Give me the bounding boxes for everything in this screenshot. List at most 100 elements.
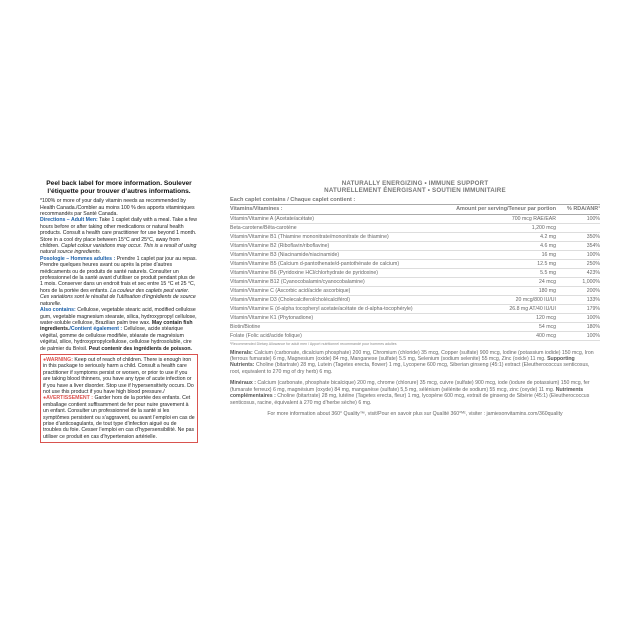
vitamin-rda: 200%	[556, 286, 600, 296]
vitamin-name: Beta-carotene/Bêta-carotène	[230, 223, 441, 233]
table-row: Vitamin/Vitamine B5 (Calcium d-pantothen…	[230, 259, 600, 269]
supporting-label: Supporting Nutrients:	[230, 356, 575, 369]
avertissement-text: Garder hors de la portée des enfants. Ce…	[43, 395, 195, 440]
fish-note: May contain fish ingredients.	[40, 319, 193, 333]
vitamin-rda: 100%	[556, 250, 600, 260]
table-row: Vitamin/Vitamine B1 (Thiamine mononitrat…	[230, 232, 600, 242]
table-row: Vitamin/Vitamine A (Acetate/acétate)700 …	[230, 214, 600, 224]
contient-label: /Contient également :	[69, 326, 123, 333]
warning-label: ●WARNING:	[43, 356, 73, 363]
vitamin-rda: 133%	[556, 295, 600, 305]
vitamin-name: Vitamin/Vitamine B1 (Thiamine mononitrat…	[230, 232, 441, 242]
directions-label: Directions – Adult Men:	[40, 217, 98, 224]
vitamin-rda: 354%	[556, 241, 600, 251]
vitamin-name: Vitamin/Vitamine B5 (Calcium d-pantothen…	[230, 259, 441, 269]
warning-text: Keep out of reach of children. There is …	[43, 356, 194, 395]
vitamin-amount: 4.6 mg	[440, 241, 556, 251]
vitamin-name: Vitamin/Vitamine A (Acetate/acétate)	[230, 214, 441, 224]
vitamin-amount: 12.5 mg	[440, 259, 556, 269]
vitamin-name: Vitamin/Vitamine B12 (Cyanocobalamin/cya…	[230, 277, 441, 287]
table-header-row: Vitamins/Vitamines : Amount per serving/…	[230, 204, 600, 215]
mineraux-label: Minéraux :	[230, 380, 256, 387]
rda-footnote: ¹Recommended Dietary Allowance for adult…	[230, 341, 397, 346]
table-row: Vitamin/Vitamine E (d-alpha tocopheryl a…	[230, 304, 600, 314]
vitamin-amount: 4.2 mg	[440, 232, 556, 242]
more-info-line: For more information about 360° Quality™…	[267, 411, 563, 418]
vitamin-amount: 26.8 mg AT/40 IU/UI	[440, 304, 556, 314]
vitamin-rda: 423%	[556, 268, 600, 278]
mineraux-paragraph: Minéraux : Calcium (carbonate, phosphate…	[230, 380, 600, 406]
couleur-note: La couleur des caplets peut varier. Ces …	[40, 287, 196, 307]
header-french: NATURELLEMENT ÉNERGISANT • SOUTIEN IMMUN…	[324, 187, 506, 195]
header-english: NATURALLY ENERGIZING • IMMUNE SUPPORT	[341, 180, 489, 187]
directions-section: Directions – Adult Men: Take 1 caplet da…	[40, 217, 198, 255]
right-label-panel: NATURALLY ENERGIZING • IMMUNE SUPPORT NA…	[230, 180, 600, 417]
vitamin-amount: 16 mg	[440, 250, 556, 260]
vitamin-rda: 100%	[556, 214, 600, 224]
minerals-label: Minerals:	[230, 349, 253, 356]
vitamin-rda: 350%	[556, 232, 600, 242]
vitamin-rda: 1,000%	[556, 277, 600, 287]
table-row: Vitamin/Vitamine B12 (Cyanocobalamin/cya…	[230, 277, 600, 287]
also-contains-label: Also contains:	[40, 307, 76, 314]
vitamin-rda: 179%	[556, 304, 600, 314]
vitamin-amount: 400 mcg	[440, 331, 556, 341]
vitamin-amount: 5.5 mg	[440, 268, 556, 278]
vitamin-amount: 1,200 mcg	[440, 223, 556, 233]
minerals-paragraph: Minerals: Calcium (carbonate, dicalcium …	[230, 350, 600, 376]
supporting-text: Choline (bitartrate) 28 mg, Lutein (Tage…	[230, 362, 590, 375]
table-row: Vitamin/Vitamine K1 (Phytonadione)120 mc…	[230, 313, 600, 323]
vitamin-rda	[556, 223, 600, 233]
also-contains-section: Also contains: Cellulose, vegetable stea…	[40, 307, 198, 352]
vitamin-name: Vitamin/Vitamine C (Ascorbic acid/acide …	[230, 286, 441, 296]
vitamin-name: Vitamin/Vitamine B6 (Pyridoxine HCl/chlo…	[230, 268, 441, 278]
vitamin-name: Vitamin/Vitamine E (d-alpha tocopheryl a…	[230, 304, 441, 314]
nutriments-text: Choline (bitartrate) 28 mg, lutéine (Tag…	[230, 393, 590, 406]
vitamin-amount: 180 mg	[440, 286, 556, 296]
table-row: Vitamin/Vitamine B3 (Niacinamide/niacina…	[230, 250, 600, 260]
left-label-panel: Peel back label for more information. So…	[40, 180, 198, 444]
rda-note: *100% or more of your daily vitamin need…	[40, 198, 195, 217]
vitamin-name: Vitamin/Vitamine D3 (Cholecalciferol/cho…	[230, 295, 441, 305]
vitamin-name: Vitamin/Vitamine B3 (Niacinamide/niacina…	[230, 250, 441, 260]
table-row: Vitamin/Vitamine C (Ascorbic acid/acide …	[230, 286, 600, 296]
vitamin-rda: 180%	[556, 322, 600, 332]
vitamin-amount: 54 mcg	[440, 322, 556, 332]
vitamin-name: Biotin/Biotine	[230, 322, 441, 332]
vitamin-name: Folate (Folic acid/acide folique)	[230, 331, 441, 341]
nutriments-label: Nutriments complémentaires :	[230, 386, 584, 400]
also-contains-text: Cellulose, vegetable stearic acid, modif…	[40, 307, 197, 326]
vitamin-rda: 100%	[556, 331, 600, 341]
vitamin-rda: 250%	[556, 259, 600, 269]
vitamin-amount: 700 mcg RAE/EAR	[440, 214, 556, 224]
posologie-label: Posologie – Hommes adultes :	[40, 255, 116, 262]
warning-box: ●WARNING: Keep out of reach of children.…	[40, 353, 198, 444]
each-caplet-contains: Each caplet contains / Chaque caplet con…	[230, 197, 600, 205]
caplet-colour-note: Caplet colour variations may occur. This…	[40, 243, 197, 256]
directions-text: Take 1 caplet daily with a meal. Take a …	[40, 217, 198, 250]
posologie-text: Prendre 1 caplet par jour au repas. Pren…	[40, 255, 197, 294]
col-amount: Amount per serving/Teneur par portion	[440, 204, 556, 215]
table-row: Folate (Folic acid/acide folique)400 mcg…	[230, 331, 600, 341]
vitamin-amount: 20 mcg/800 IU/UI	[440, 295, 556, 305]
minerals-text: Calcium (carbonate, dicalcium phosphate)…	[230, 349, 594, 362]
vitamins-table-body: Vitamin/Vitamine A (Acetate/acétate)700 …	[230, 214, 600, 341]
vitamin-amount: 120 mcg	[440, 313, 556, 323]
avertissement-label: ●AVERTISSEMENT :	[43, 395, 94, 402]
vitamin-rda: 100%	[556, 313, 600, 323]
mineraux-text: Calcium (carbonate, phosphate bicalcique…	[230, 380, 590, 393]
table-row: Vitamin/Vitamine D3 (Cholecalciferol/cho…	[230, 295, 600, 305]
vitamin-name: Vitamin/Vitamine K1 (Phytonadione)	[230, 313, 441, 323]
table-row: Vitamin/Vitamine B6 (Pyridoxine HCl/chlo…	[230, 268, 600, 278]
col-rda: % RDA/ANR¹	[556, 204, 600, 215]
vitamin-name: Vitamin/Vitamine B2 (Riboflavin/riboflav…	[230, 241, 441, 251]
contient-text: Cellulose, acide stéarique végétal, gomm…	[40, 326, 192, 352]
poisson-note: Peut contenir des ingrédients de poisson…	[88, 345, 192, 352]
peel-back-notice: Peel back label for more information. So…	[46, 180, 192, 195]
vitamins-table: Vitamins/Vitamines : Amount per serving/…	[230, 204, 600, 341]
col-vitamins: Vitamins/Vitamines :	[230, 204, 441, 215]
vitamin-amount: 24 mcg	[440, 277, 556, 287]
posologie-section: Posologie – Hommes adultes : Prendre 1 c…	[40, 256, 198, 307]
